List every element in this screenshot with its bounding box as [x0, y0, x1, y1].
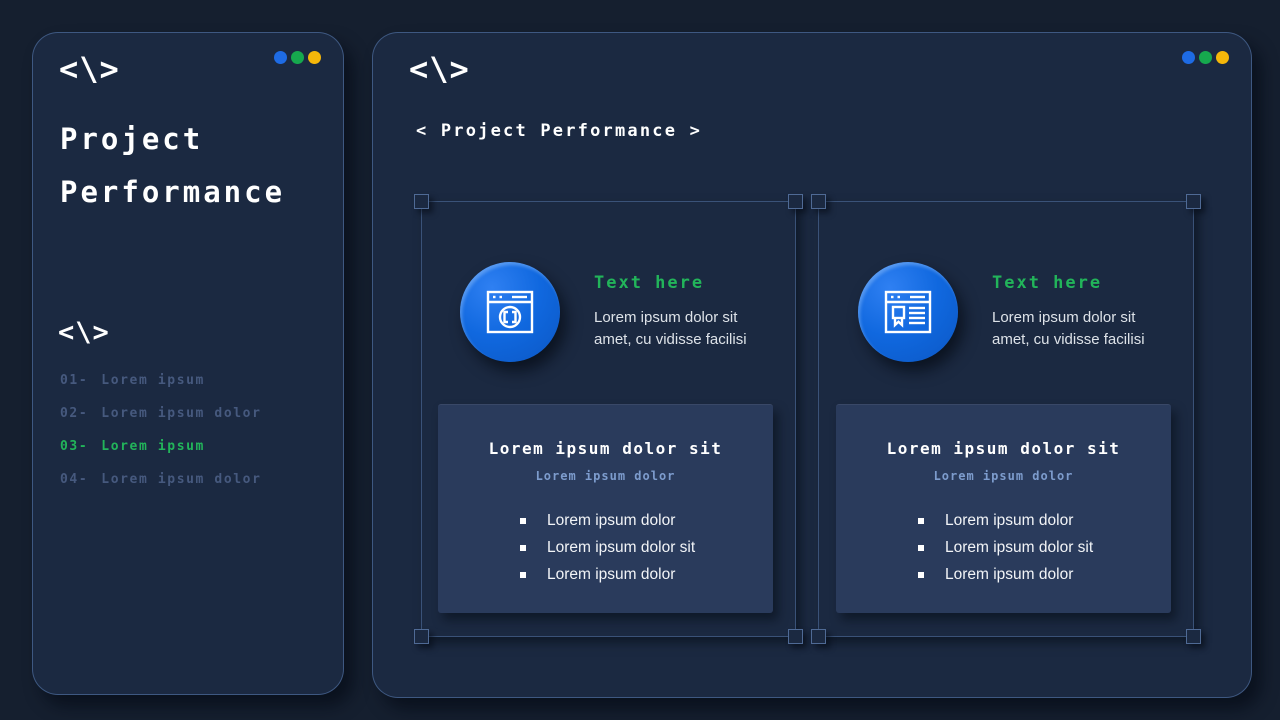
icon-circle-right — [858, 262, 958, 362]
detail-title: Lorem ipsum dolor sit — [488, 439, 723, 458]
selection-handle[interactable] — [788, 194, 803, 209]
card-heading: Text here — [992, 273, 1103, 293]
bullet-list: Lorem ipsum dolor Lorem ipsum dolor sit … — [836, 512, 1171, 584]
main-panel: <\> < Project Performance > — [372, 32, 1252, 698]
sidebar-item-02[interactable]: 02- Lorem ipsum dolor — [60, 397, 262, 430]
code-logo-icon: <\> — [409, 50, 470, 88]
detail-title: Lorem ipsum dolor sit — [886, 439, 1121, 458]
item-label: Lorem ipsum dolor — [101, 472, 262, 487]
selection-handle[interactable] — [414, 629, 429, 644]
detail-box-right: Lorem ipsum dolor sit Lorem ipsum dolor … — [836, 404, 1171, 613]
item-number: 02- — [60, 406, 89, 421]
card-heading: Text here — [594, 273, 705, 293]
card-description: Lorem ipsum dolor sit amet, cu vidisse f… — [992, 309, 1145, 348]
agenda-list: 01- Lorem ipsum 02- Lorem ipsum dolor 03- L… — [60, 364, 262, 496]
bullet-item: Lorem ipsum dolor — [918, 512, 1171, 530]
item-label: Lorem ipsum — [101, 439, 205, 454]
yellow-dot-icon — [1216, 51, 1229, 64]
sidebar-item-03-active[interactable]: 03- Lorem ipsum — [60, 430, 262, 463]
detail-box-left: Lorem ipsum dolor sit Lorem ipsum dolor … — [438, 404, 773, 613]
selection-handle[interactable] — [1186, 629, 1201, 644]
browser-certificate-icon — [884, 290, 932, 334]
card-frame-left — [414, 194, 803, 644]
slide-title: Project Performance — [60, 113, 285, 219]
bullet-item: Lorem ipsum dolor — [520, 566, 773, 584]
card-frame-right — [811, 194, 1201, 644]
window-dots — [1182, 51, 1229, 64]
selection-handle[interactable] — [1186, 194, 1201, 209]
bullet-item: Lorem ipsum dolor — [520, 512, 773, 530]
bullet-item: Lorem ipsum dolor sit — [918, 539, 1171, 557]
card-description: Lorem ipsum dolor sit amet, cu vidisse f… — [594, 309, 747, 348]
detail-subtitle: Lorem ipsum dolor — [535, 469, 676, 483]
bullet-item: Lorem ipsum dolor — [918, 566, 1171, 584]
code-logo-icon: <\> — [59, 50, 120, 88]
blue-dot-icon — [1182, 51, 1195, 64]
item-label: Lorem ipsum — [101, 373, 205, 388]
breadcrumb: < Project Performance > — [416, 121, 703, 141]
yellow-dot-icon — [308, 51, 321, 64]
item-number: 04- — [60, 472, 89, 487]
item-number: 03- — [60, 439, 89, 454]
sidebar-item-01[interactable]: 01- Lorem ipsum — [60, 364, 262, 397]
slide-title-line2: Performance — [60, 175, 286, 209]
sidebar-panel: <\> Project Performance <\> 01- Lorem ips… — [32, 32, 344, 695]
code-section-icon: <\> — [58, 317, 110, 348]
selection-handle[interactable] — [414, 194, 429, 209]
green-dot-icon — [291, 51, 304, 64]
icon-circle-left — [460, 262, 560, 362]
item-number: 01- — [60, 373, 89, 388]
selection-handle[interactable] — [788, 629, 803, 644]
blue-dot-icon — [274, 51, 287, 64]
detail-subtitle: Lorem ipsum dolor — [933, 469, 1074, 483]
slide-title-line1: Project — [60, 122, 204, 156]
browser-code-icon — [486, 290, 534, 334]
sidebar-item-04[interactable]: 04- Lorem ipsum dolor — [60, 463, 262, 496]
selection-handle[interactable] — [811, 629, 826, 644]
item-label: Lorem ipsum dolor — [101, 406, 262, 421]
bullet-item: Lorem ipsum dolor sit — [520, 539, 773, 557]
green-dot-icon — [1199, 51, 1212, 64]
bullet-list: Lorem ipsum dolor Lorem ipsum dolor sit … — [438, 512, 773, 584]
window-dots — [274, 51, 321, 64]
selection-handle[interactable] — [811, 194, 826, 209]
